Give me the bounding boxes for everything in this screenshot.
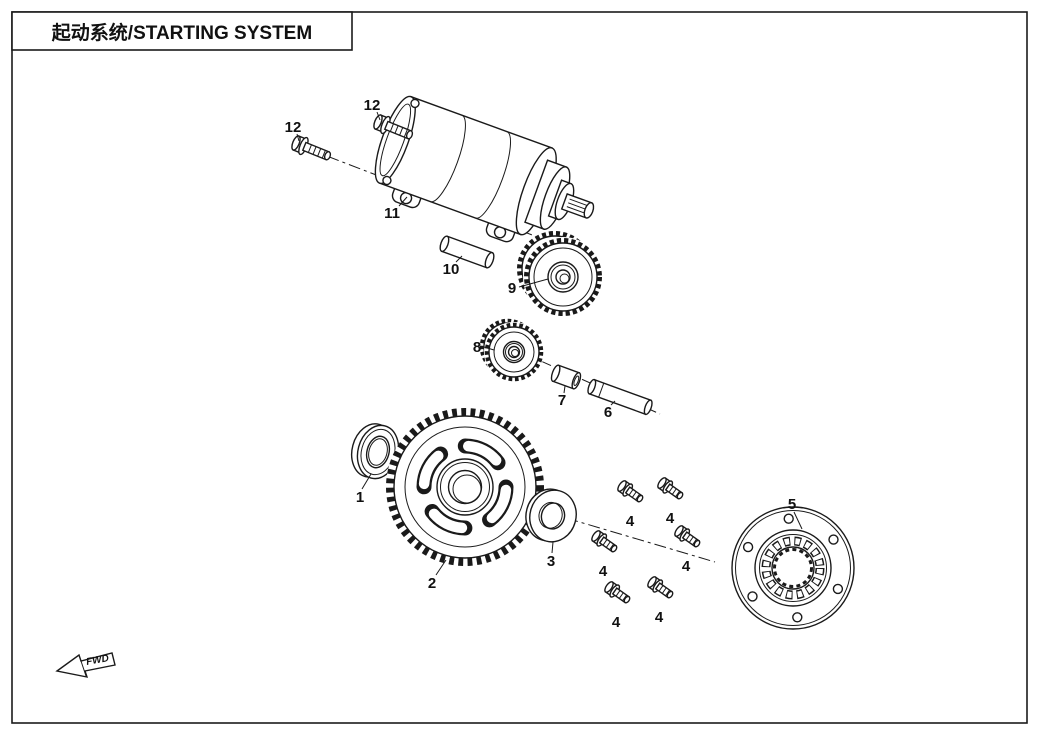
callout-8: 8	[473, 339, 481, 356]
bolt-4-1	[614, 477, 647, 507]
callout-3: 3	[547, 553, 555, 570]
callout-7: 7	[558, 392, 566, 409]
starter-clutch-5	[731, 506, 855, 630]
callouts: 12 12 11 10 9 8 7 6 1 2 3 4 4 4 4 4 4 5	[285, 97, 797, 631]
page-title: 起动系统/STARTING SYSTEM	[51, 21, 312, 44]
callout-6: 6	[604, 404, 612, 421]
washer-3	[525, 488, 577, 543]
pin-10	[439, 235, 495, 269]
idler-gear-8	[479, 318, 544, 382]
starter-driven-gear-2	[386, 408, 544, 566]
bolt-4-4	[671, 522, 704, 552]
callout-9: 9	[508, 280, 516, 297]
bolt-4-6	[644, 573, 677, 603]
bolt-12-left	[288, 132, 335, 166]
starter-motor-11	[374, 95, 595, 243]
callout-10: 10	[443, 261, 460, 278]
callout-4-1: 4	[626, 513, 635, 530]
fwd-label: FWD	[85, 653, 109, 668]
callout-5: 5	[788, 496, 796, 513]
bushing-7	[550, 364, 582, 390]
leader-lines	[296, 111, 803, 576]
callout-4-6: 4	[655, 609, 664, 626]
callout-4-2: 4	[666, 510, 675, 527]
callout-4-3: 4	[599, 563, 608, 580]
fwd-arrow: FWD	[55, 652, 116, 678]
bolt-4-2	[654, 474, 687, 504]
bolt-4-5	[601, 578, 634, 608]
bearing-1	[350, 423, 400, 480]
title-box-frame	[11, 11, 353, 51]
callout-11: 11	[384, 205, 400, 222]
callout-12-a: 12	[285, 119, 302, 136]
callout-12-b: 12	[364, 97, 381, 114]
callout-4-5: 4	[612, 614, 621, 631]
title-box: 起动系统/STARTING SYSTEM	[11, 11, 353, 51]
idler-gear-9	[517, 231, 603, 317]
callout-2: 2	[428, 575, 436, 592]
callout-4-4: 4	[682, 558, 691, 575]
page-border	[11, 11, 1028, 724]
shaft-6	[587, 378, 653, 416]
callout-1: 1	[356, 489, 364, 506]
